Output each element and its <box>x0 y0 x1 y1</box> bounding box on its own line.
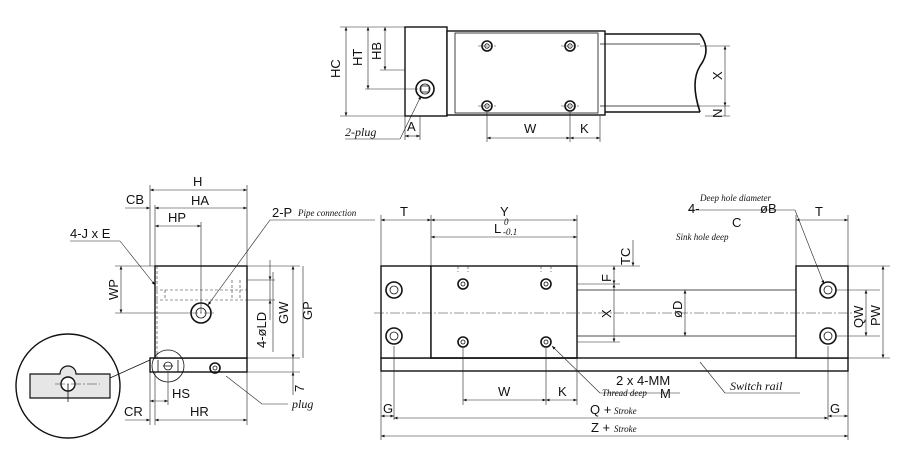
label-ht: HT <box>350 49 365 66</box>
label-pipe-connection: Pipe connection <box>297 208 357 218</box>
label-switch-rail: Switch rail <box>730 379 783 393</box>
label-jxe: 4-J x E <box>70 226 111 241</box>
label-side-plug: plug <box>291 397 313 411</box>
label-thread-deep: Thread deep <box>602 388 647 398</box>
top-holes <box>478 40 579 112</box>
label-pw: PW <box>868 304 883 326</box>
label-tc: TC <box>618 248 633 265</box>
label-a: A <box>407 119 416 134</box>
label-front-x: X <box>599 309 614 318</box>
label-m: M <box>660 386 671 401</box>
label-hb: HB <box>369 42 384 60</box>
front-end-left <box>380 265 432 359</box>
label-mm: 2 x 4-MM <box>616 373 670 388</box>
label-deep-hole: Deep hole diameter <box>699 193 771 203</box>
label-front-w: W <box>498 384 511 399</box>
label-ha: HA <box>191 193 209 208</box>
label-z: Z + <box>591 420 610 435</box>
label-hp: HP <box>168 210 186 225</box>
label-t-left: T <box>400 204 408 219</box>
top-table <box>446 30 606 116</box>
label-gw: GW <box>276 301 291 324</box>
label-h: H <box>193 174 202 189</box>
label-top-k: K <box>580 121 589 136</box>
side-plug <box>209 362 221 374</box>
label-2-p: 2-P <box>272 205 292 220</box>
label-y: Y <box>500 204 509 219</box>
label-seven: 7 <box>292 385 307 392</box>
front-table <box>430 265 578 359</box>
label-wp: WP <box>106 279 121 300</box>
label-g-right: G <box>830 401 840 416</box>
label-gp: GP <box>300 301 315 320</box>
label-l-tol-bottom: -0.1 <box>503 227 517 237</box>
label-hc: HC <box>328 59 343 78</box>
label-q-stroke: Stroke <box>614 406 637 416</box>
top-plug-inner <box>419 83 431 95</box>
front-table-holes <box>457 266 552 348</box>
label-od: øD <box>670 301 685 318</box>
label-top-x: X <box>710 71 725 80</box>
label-f: F <box>599 274 614 282</box>
front-base <box>380 357 849 372</box>
label-c: C <box>732 215 741 230</box>
label-q: Q + <box>590 402 611 417</box>
side-view: H HA CB HP 4-J x E 2-P Pipe connection W… <box>15 174 375 439</box>
front-end-right <box>795 265 849 359</box>
label-l-tol-top: 0 <box>504 217 509 227</box>
side-base <box>149 357 248 373</box>
label-g-left: G <box>383 401 393 416</box>
label-top-w: W <box>524 121 537 136</box>
label-hr: HR <box>190 404 209 419</box>
label-cr: CR <box>124 404 143 419</box>
label-qw: QW <box>851 305 866 328</box>
label-ld: 4-øLD <box>254 312 269 348</box>
label-sink-hole: Sink hole deep <box>676 232 729 242</box>
label-ob: øB <box>760 201 777 216</box>
top-end-block <box>404 26 448 117</box>
label-front-k: K <box>558 384 567 399</box>
label-cb: CB <box>126 192 144 207</box>
label-z-stroke: Stroke <box>614 424 637 434</box>
label-t-right: T <box>815 204 823 219</box>
top-view: HC HT HB 2-plug A W K X N <box>328 26 730 142</box>
label-l: L <box>494 221 501 236</box>
label-2-plug: 2-plug <box>345 125 376 139</box>
front-view: T Y L 0 -0.1 TC F X øD 4- Deep hole diam… <box>374 193 890 440</box>
label-deep-prefix: 4- <box>688 201 700 216</box>
label-hs: HS <box>172 386 190 401</box>
label-top-n: N <box>710 109 725 118</box>
